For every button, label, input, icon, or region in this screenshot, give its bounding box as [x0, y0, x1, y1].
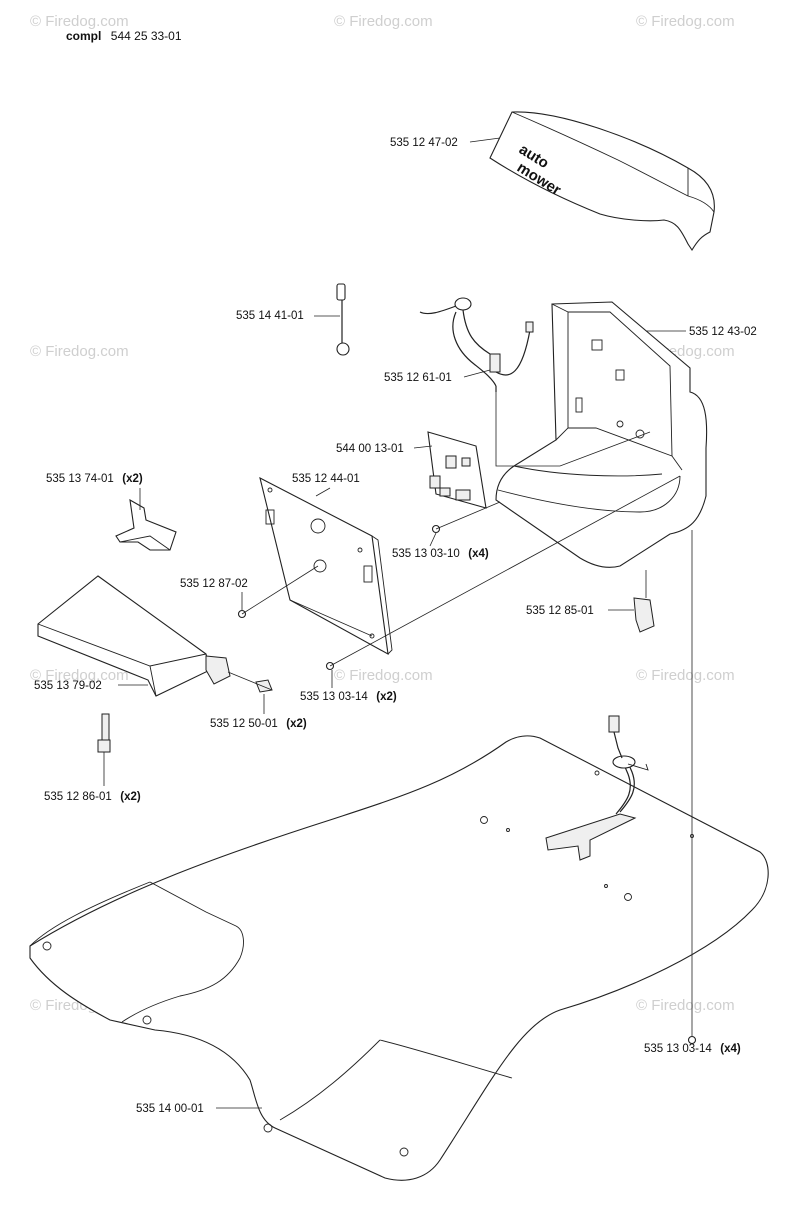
label-pin: 535 12 50-01 (x2) — [210, 714, 307, 731]
clip-drawing — [115, 498, 177, 551]
watermark-text: © Firedog.com — [636, 667, 735, 684]
baseplate-drawing — [29, 715, 769, 1181]
label-cable: 535 12 61-01 — [384, 372, 452, 384]
sticker-drawing — [336, 283, 350, 356]
watermark-text: © Firedog.com — [30, 343, 129, 360]
label-clip: 535 13 74-01 (x2) — [46, 469, 143, 486]
label-screw-base: 535 13 03-14 (x4) — [644, 1039, 741, 1056]
label-housing: 535 12 43-02 — [689, 326, 757, 338]
label-connector: 535 12 85-01 — [526, 605, 594, 617]
watermark-text: © Firedog.com — [334, 667, 433, 684]
label-tray: 535 13 79-02 — [34, 680, 102, 692]
watermark-text: © Firedog.com — [30, 667, 129, 684]
label-strip: 535 12 86-01 (x2) — [44, 787, 141, 804]
tray-drawing — [37, 575, 231, 697]
watermark-text: © Firedog.com — [334, 13, 433, 30]
label-sticker: 535 14 41-01 — [236, 310, 304, 322]
watermark-text: © Firedog.com — [30, 13, 129, 30]
label-pcb: 544 00 13-01 — [336, 443, 404, 455]
assembly-guides — [227, 392, 693, 1036]
label-screw-pcb: 535 13 03-10 (x4) — [392, 544, 489, 561]
hardware-drawing — [97, 524, 697, 1045]
housing-drawing — [495, 301, 708, 568]
assembly-number: 544 25 33-01 — [111, 29, 182, 43]
label-baseplate: 535 14 00-01 — [136, 1103, 204, 1115]
label-plate: 535 12 44-01 — [292, 473, 360, 485]
pcb-drawing — [427, 431, 487, 509]
cable-drawing — [419, 297, 534, 392]
plate-drawing — [259, 476, 393, 656]
watermark-text: © Firedog.com — [636, 13, 735, 30]
part-labels: 535 12 47-02 535 14 41-01 535 12 43-02 5… — [34, 137, 757, 1115]
label-screw-small: 535 13 03-14 (x2) — [300, 687, 397, 704]
label-screw-plate: 535 12 87-02 — [180, 578, 248, 590]
cover-drawing: auto mower — [489, 111, 715, 252]
label-cover: 535 12 47-02 — [390, 137, 458, 149]
assembly-prefix: compl — [66, 29, 101, 43]
assembly-header: compl 544 25 33-01 — [66, 27, 182, 44]
watermark-text: © Firedog.com — [636, 997, 735, 1014]
